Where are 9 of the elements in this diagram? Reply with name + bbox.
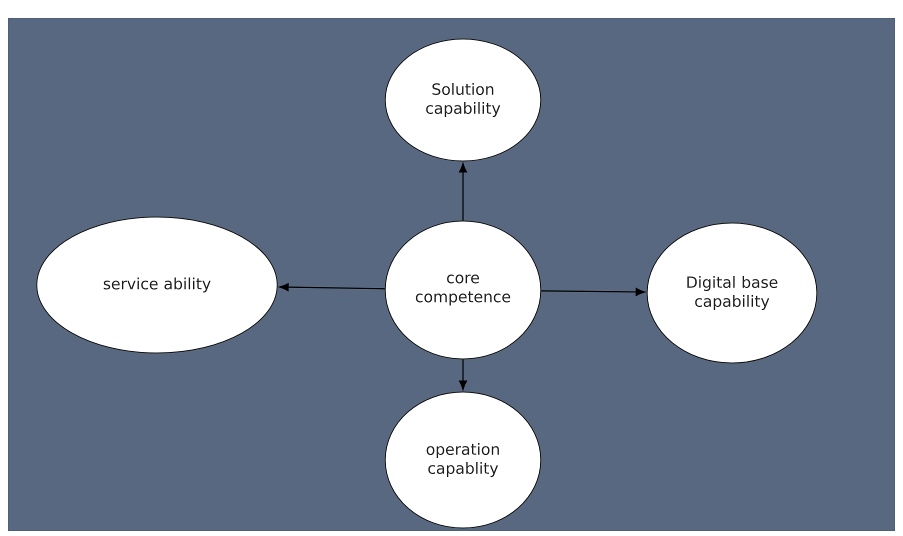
ellipse-node: core competence	[384, 220, 542, 360]
arrow	[459, 360, 468, 390]
ellipse-node: operation capablity	[384, 392, 542, 528]
ellipse-node: Solution capability	[384, 38, 542, 162]
ellipse-node: Digital base capability	[646, 222, 818, 364]
ellipse-node: service ability	[36, 216, 278, 354]
arrow	[279, 283, 385, 292]
arrow	[459, 163, 468, 220]
arrow	[541, 288, 645, 296]
